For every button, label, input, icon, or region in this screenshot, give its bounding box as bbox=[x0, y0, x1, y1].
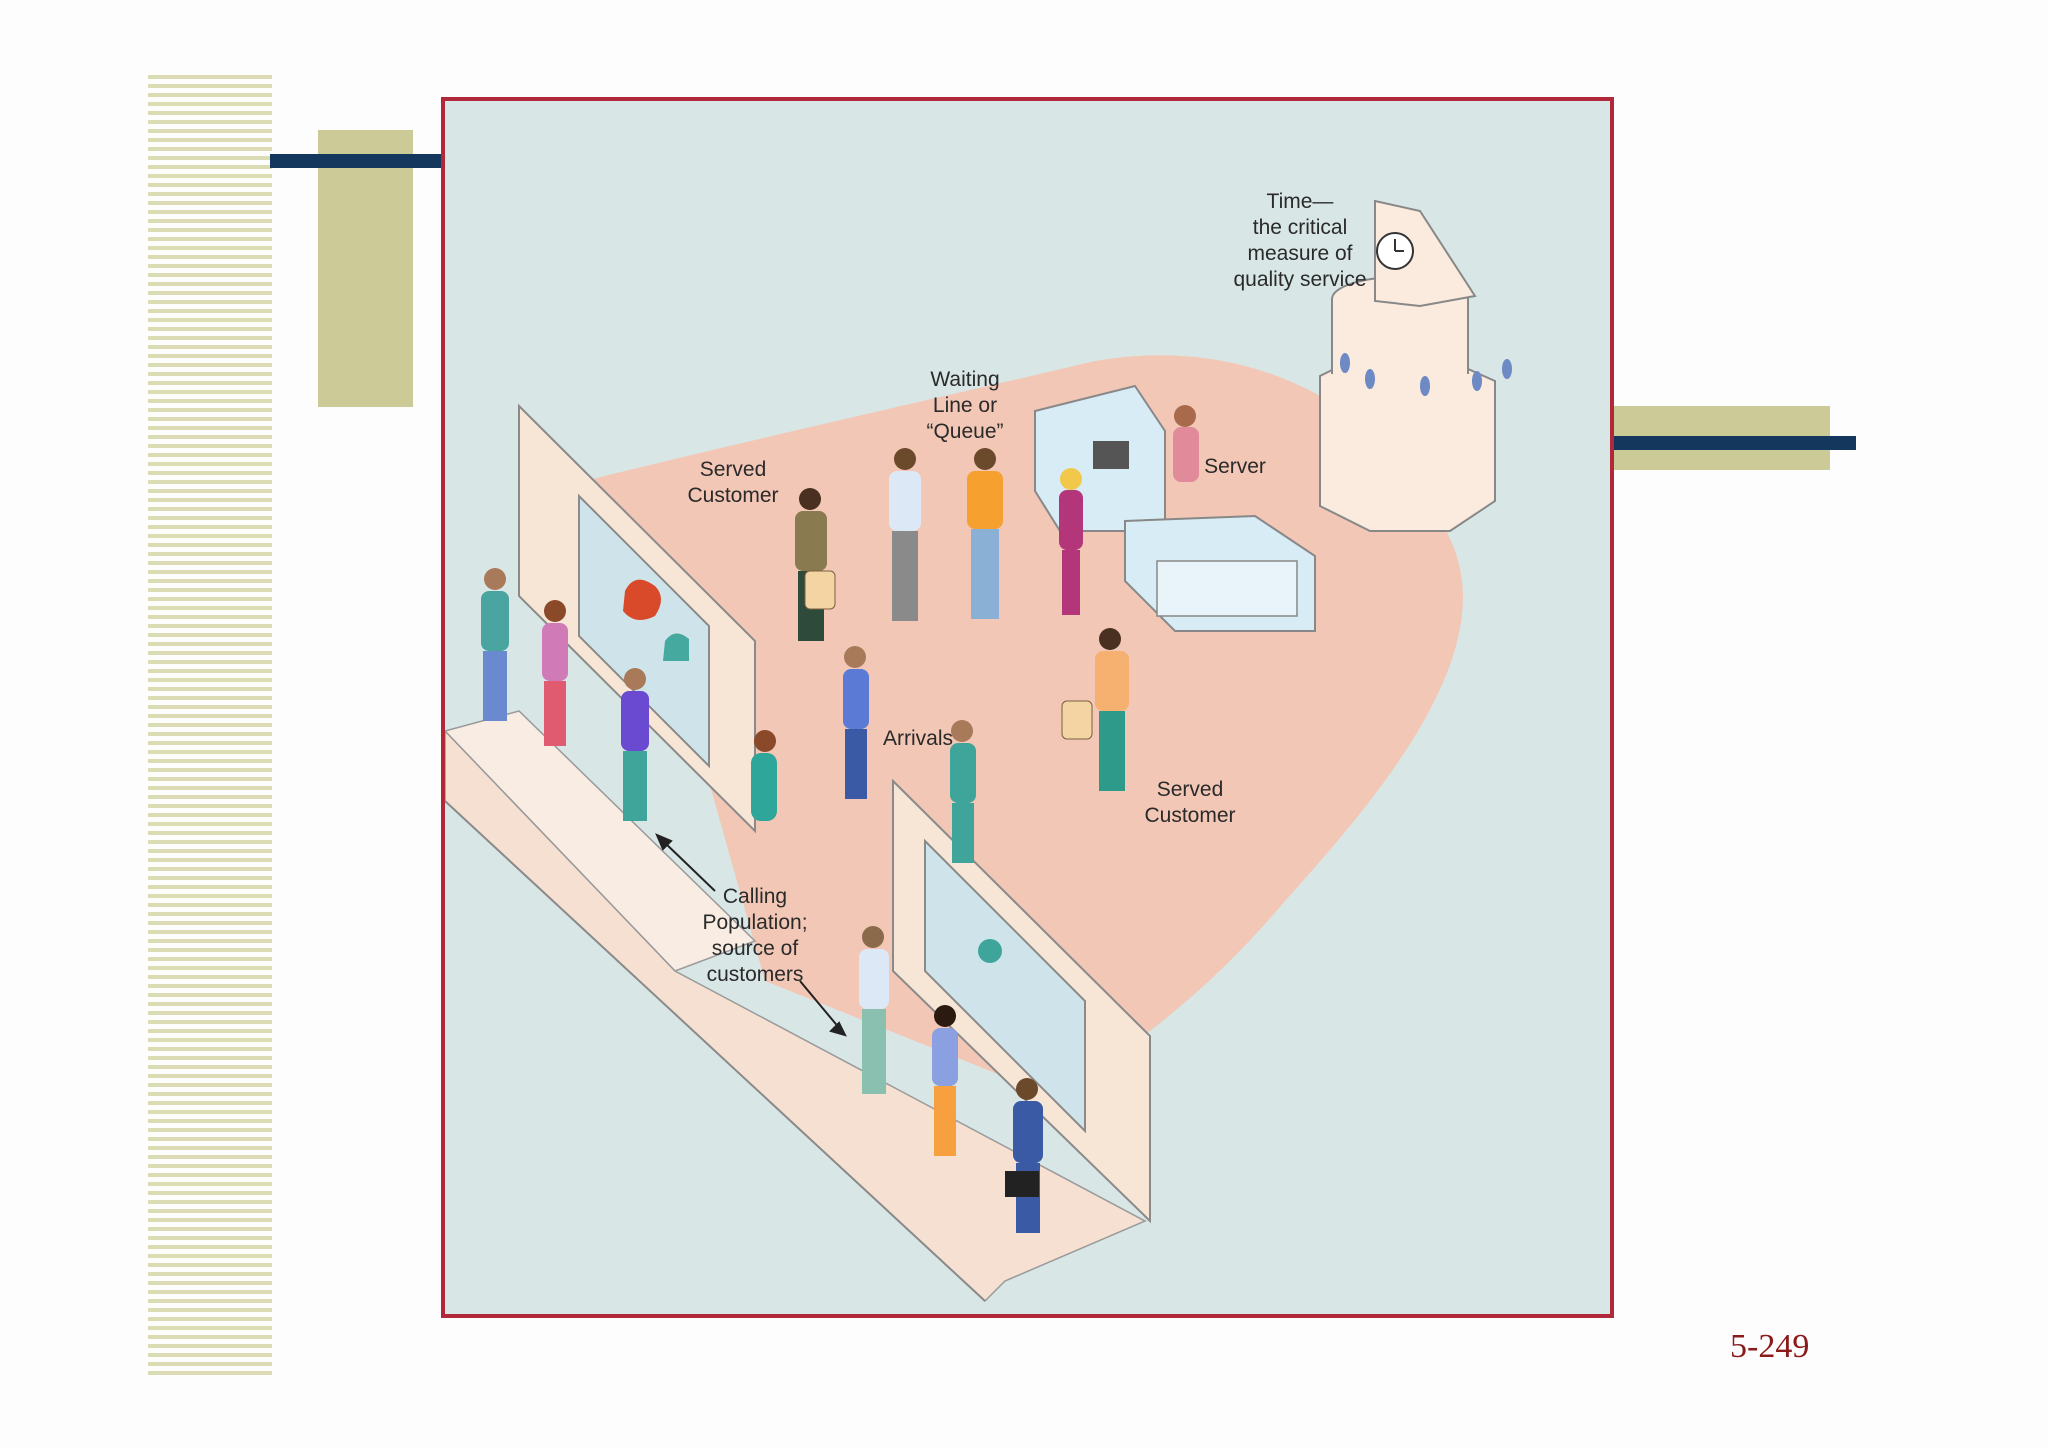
sidewalk-edge bbox=[445, 800, 986, 1302]
person-window-3 bbox=[621, 668, 649, 821]
red-bag-display bbox=[623, 579, 661, 620]
person-served-right bbox=[1061, 628, 1129, 791]
person-lower-2 bbox=[932, 1005, 958, 1156]
page-number: 5-249 bbox=[1730, 1328, 1810, 1365]
person-queue-2 bbox=[967, 448, 1003, 619]
person-window-2 bbox=[542, 600, 568, 746]
person-woman-arriving bbox=[751, 730, 777, 821]
person-at-counter bbox=[1059, 468, 1083, 615]
navy-bar-right bbox=[1614, 436, 1856, 450]
person-server bbox=[1173, 405, 1199, 482]
wall-lower bbox=[892, 778, 1151, 1224]
person-queue-1 bbox=[889, 448, 921, 621]
person-lower-3 bbox=[1005, 1078, 1043, 1233]
label-calling-population: Calling Population; source of customers bbox=[702, 885, 808, 986]
briefcase bbox=[1005, 1171, 1039, 1197]
label-served-customer-top: Served Customer bbox=[687, 458, 779, 507]
decorative-stripes bbox=[148, 75, 272, 1375]
person-served-top bbox=[795, 488, 836, 641]
navy-bar-left bbox=[270, 154, 442, 168]
person-lower-1 bbox=[859, 926, 889, 1094]
queue-illustration: Time— the critical measure of quality se… bbox=[441, 97, 1614, 1318]
olive-block-left bbox=[318, 130, 413, 407]
label-server: Server bbox=[1204, 455, 1266, 478]
cash-register bbox=[1093, 441, 1129, 469]
label-arrivals: Arrivals bbox=[882, 727, 953, 750]
clock-tower bbox=[1319, 199, 1512, 532]
wall-upper bbox=[518, 403, 756, 834]
shopping-bag bbox=[804, 570, 836, 610]
illustration-canvas bbox=[445, 199, 1512, 1303]
shopping-bag bbox=[1061, 700, 1093, 740]
label-waiting-line: Waiting Line or “Queue” bbox=[926, 368, 1004, 443]
label-time: Time— the critical measure of quality se… bbox=[1233, 190, 1367, 291]
label-served-customer-right: Served Customer bbox=[1144, 778, 1236, 827]
calling-population-arrows bbox=[655, 833, 847, 1037]
sidewalk-lower bbox=[445, 729, 1147, 1303]
person-arrival-2 bbox=[950, 720, 976, 863]
person-arrival-1 bbox=[843, 646, 869, 799]
person-window-1 bbox=[481, 568, 509, 721]
child-figure bbox=[978, 939, 1002, 963]
teal-bag-display bbox=[663, 633, 689, 661]
